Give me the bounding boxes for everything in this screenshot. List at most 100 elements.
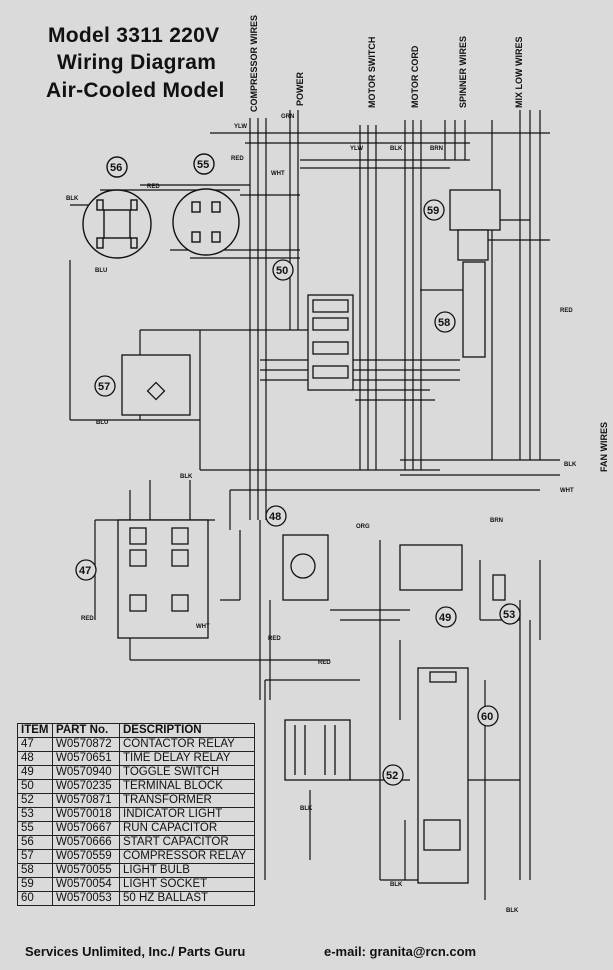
callout-59: 59 [427,205,439,217]
label-fan-wires: FAN WIRES [599,422,609,472]
wire-group-labels: COMPRESSOR WIRES POWER MOTOR SWITCH MOTO… [249,15,609,472]
cell-description: CONTACTOR RELAY [119,737,255,752]
cell-part-no: W0570053 [52,891,120,906]
toggle-switch-49 [399,544,463,628]
cell-part-no: W0570667 [52,821,120,836]
light-bulb-58 [434,261,486,358]
cell-item: 56 [17,835,53,850]
cell-part-no: W0570651 [52,751,120,766]
svg-text:RED: RED [81,616,94,622]
svg-text:BLK: BLK [390,882,403,888]
footer-company: Services Unlimited, Inc./ Parts Guru [25,944,246,959]
parts-table-header: ITEM PART No. DESCRIPTION [17,723,255,738]
cell-part-no: W0570872 [52,737,120,752]
label-motor-cord: MOTOR CORD [410,45,420,108]
svg-text:RED: RED [231,156,244,162]
col-description: DESCRIPTION [119,723,255,738]
svg-text:GRN: GRN [281,114,294,120]
cell-description: TOGGLE SWITCH [119,765,255,780]
cell-description: LIGHT SOCKET [119,877,255,892]
cell-item: 50 [17,779,53,794]
svg-text:BRN: BRN [490,518,503,524]
svg-text:BLU: BLU [95,268,107,274]
cell-description: START CAPACITOR [119,835,255,850]
svg-text:YLW: YLW [234,124,247,130]
svg-text:BLK: BLK [390,146,403,152]
cell-description: RUN CAPACITOR [119,821,255,836]
svg-text:BLK: BLK [66,196,79,202]
cell-part-no: W0570054 [52,877,120,892]
cell-part-no: W0570559 [52,849,120,864]
callout-55: 55 [197,159,209,171]
title-line-3: Air-Cooled Model [46,79,225,102]
wire-color-tags: BLK RED RED YLW GRN WHT YLW BLK BRN RED … [66,114,577,914]
light-socket-59 [423,189,501,261]
svg-text:WHT: WHT [271,171,285,177]
col-item: ITEM [17,723,53,738]
label-compressor-wires: COMPRESSOR WIRES [249,15,259,112]
callout-53: 53 [503,609,515,621]
svg-text:BLU: BLU [96,420,108,426]
svg-text:BRN: BRN [430,146,443,152]
cell-part-no: W0570235 [52,779,120,794]
cell-part-no: W0570055 [52,863,120,878]
cell-item: 57 [17,849,53,864]
cell-description: 50 HZ BALLAST [119,891,255,906]
cell-description: LIGHT BULB [119,863,255,878]
cell-item: 48 [17,751,53,766]
cell-item: 52 [17,793,53,808]
run-capacitor-55 [172,153,240,256]
cell-item: 47 [17,737,53,752]
cell-description: COMPRESSOR RELAY [119,849,255,864]
cell-description: TERMINAL BLOCK [119,779,255,794]
label-motor-switch: MOTOR SWITCH [367,37,377,108]
cell-item: 59 [17,877,53,892]
svg-text:BLK: BLK [564,462,577,468]
cell-part-no: W0570940 [52,765,120,780]
label-mix-low-wires: MIX LOW WIRES [514,37,524,109]
cell-part-no: W0570666 [52,835,120,850]
svg-text:RED: RED [560,308,573,314]
callout-52: 52 [386,770,398,782]
callout-57: 57 [98,381,110,393]
cell-part-no: W0570871 [52,793,120,808]
col-part-no: PART No. [52,723,120,738]
callout-47: 47 [79,565,91,577]
cell-item: 49 [17,765,53,780]
callout-58: 58 [438,317,450,329]
cell-part-no: W0570018 [52,807,120,822]
terminal-block-50 [272,259,354,391]
svg-text:RED: RED [147,184,160,190]
cell-description: TRANSFORMER [119,793,255,808]
time-delay-relay-48 [265,505,329,601]
start-capacitor-56 [82,156,152,259]
title-line-2: Wiring Diagram [57,51,217,74]
svg-text:BLK: BLK [300,806,313,812]
callout-49: 49 [439,612,451,624]
callout-48: 48 [269,511,281,523]
callout-60: 60 [481,711,493,723]
cell-item: 58 [17,863,53,878]
svg-text:YLW: YLW [350,146,363,152]
svg-text:WHT: WHT [560,488,574,494]
title-line-1: Model 3311 220V [48,24,220,47]
footer-email: e-mail: granita@rcn.com [324,944,477,959]
callout-50: 50 [276,265,288,277]
compressor-relay-57 [94,354,191,416]
cell-description: TIME DELAY RELAY [119,751,255,766]
contactor-relay-47 [75,519,209,639]
cell-item: 55 [17,821,53,836]
svg-text:BLK: BLK [506,908,519,914]
cell-description: INDICATOR LIGHT [119,807,255,822]
